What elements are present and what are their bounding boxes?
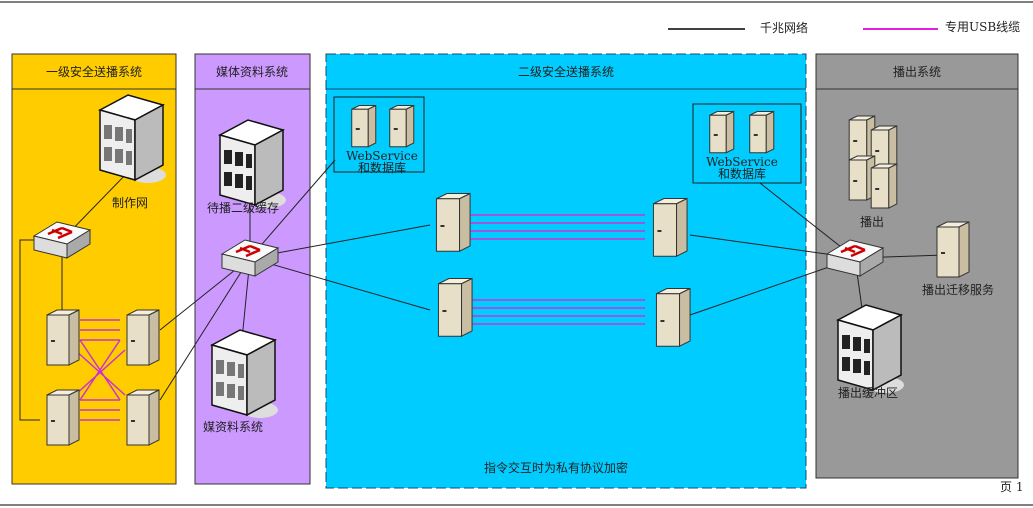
server-icon (435, 192, 471, 253)
server-icon (126, 389, 160, 446)
label-ws-right-2: 和数据库 (718, 166, 766, 181)
media-system-building-icon (210, 329, 278, 418)
label-media-system: 媒资料系统 (203, 420, 263, 434)
legend-usb-label: 专用USB线缆 (945, 19, 1020, 34)
switch-icon (220, 239, 280, 277)
playout-buffer-icon (836, 304, 904, 393)
server-icon (655, 287, 691, 348)
server-icon (126, 309, 160, 366)
label-cache: 待播二级缓存 (207, 201, 279, 215)
server-icon (870, 163, 898, 209)
server-icon (709, 110, 735, 154)
server-icon (870, 125, 898, 171)
label-ws-left-2: 和数据库 (358, 160, 406, 175)
label-migration: 播出迁移服务 (922, 282, 994, 297)
usb-links (74, 214, 645, 421)
switch-icon (32, 221, 92, 259)
zone-media-title: 媒体资料系统 (216, 65, 288, 79)
zone-level2-title: 二级安全送播系统 (518, 64, 614, 79)
label-production-net: 制作网 (112, 196, 148, 210)
switch-icon (825, 239, 885, 277)
server-icon (46, 309, 80, 366)
zone-playout-title: 播出系统 (893, 65, 941, 79)
server-icon (848, 115, 876, 161)
server-icon (749, 110, 775, 154)
cache-storage-icon (218, 119, 286, 208)
server-icon (936, 221, 970, 278)
page-number: 页 1 (1000, 480, 1023, 494)
server-icon (652, 197, 688, 258)
label-ws-left-1: WebService (346, 149, 418, 163)
legend-gigabit-label: 千兆网络 (760, 20, 808, 35)
building-production-net-icon (98, 94, 166, 183)
server-icon (389, 104, 415, 148)
label-buffer: 播出缓冲区 (838, 385, 898, 400)
server-icon (848, 155, 876, 201)
webservice-box-right (692, 103, 802, 184)
label-playout: 播出 (860, 215, 884, 229)
server-icon (46, 389, 80, 446)
webservice-box-left (333, 96, 425, 173)
server-icon (351, 104, 377, 148)
protocol-note: 指令交互时为私有协议加密 (484, 460, 628, 475)
server-icon (437, 277, 473, 338)
label-ws-right-1: WebService (706, 155, 778, 169)
zone-level1-title: 一级安全送播系统 (46, 64, 142, 79)
